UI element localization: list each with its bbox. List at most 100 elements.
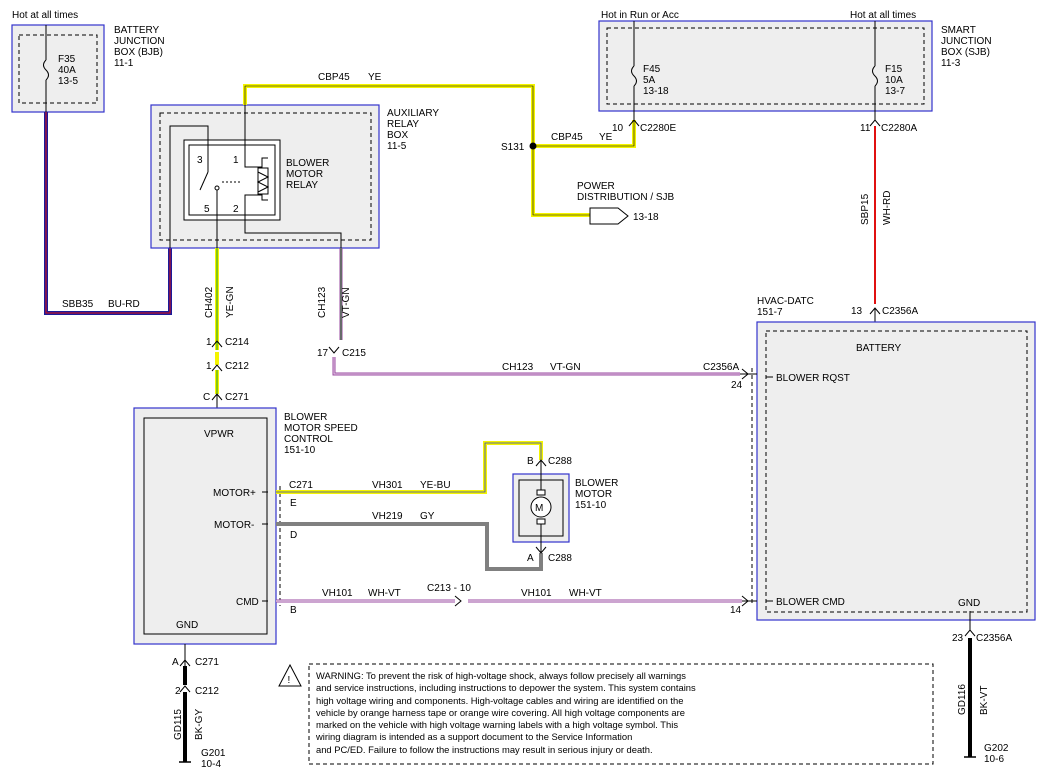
fuse-f15-name: F15 — [885, 64, 903, 75]
gnd-left-conn2: C212 — [195, 686, 219, 697]
sjb-conn-left: C2280E — [640, 123, 676, 134]
sjb-hot-right: Hot at all times — [850, 10, 916, 21]
bjb-name-2: JUNCTION — [114, 36, 165, 47]
relay-internal — [169, 92, 342, 248]
wire-vh301 — [276, 441, 543, 494]
c214-conn: C214 — [225, 337, 249, 348]
power-dist-name-2: DISTRIBUTION / SJB — [577, 192, 675, 203]
sbp15-color: WH-RD — [882, 191, 893, 225]
motor-symbol-label: M — [535, 503, 543, 514]
connector-c213-icon — [454, 595, 462, 607]
hvac-gnd: GND — [958, 598, 980, 609]
wire-cbp45 — [243, 84, 636, 217]
bjb-name-4: 11-1 — [114, 58, 134, 69]
connector-c2280a-icon — [869, 119, 881, 127]
gd116-circuit: GD116 — [957, 684, 968, 715]
gd115-circuit: GD115 — [173, 709, 184, 740]
motor-conn-b: C288 — [548, 456, 572, 467]
aux-name-2: RELAY — [387, 119, 419, 130]
motor-name-3: 151-10 — [575, 500, 607, 511]
ch123-horiz-circuit: CH123 — [502, 362, 534, 373]
motor-name-2: MOTOR — [575, 489, 612, 500]
gnd-right-pin: 23 — [952, 633, 964, 644]
hvac-pin-13: 13 — [851, 306, 863, 317]
motor-pin-b: B — [527, 456, 534, 467]
gd115-color: BK-GY — [194, 709, 205, 740]
ch123-color: VT-GN — [341, 287, 352, 318]
ch123-end-pin: 24 — [731, 380, 743, 391]
gnd-right-ref: 10-6 — [984, 754, 1004, 765]
sjb-name-1: SMART — [941, 25, 976, 36]
power-dist-name-1: POWER — [577, 181, 615, 192]
speed-control-motor-minus: MOTOR- — [214, 520, 254, 531]
sjb-pin-left: 10 — [612, 123, 624, 134]
sjb-name-2: JUNCTION — [941, 36, 992, 47]
motor-name-1: BLOWER — [575, 478, 618, 489]
vh101-color: WH-VT — [368, 588, 401, 599]
c271-conn-side: C271 — [289, 480, 313, 491]
sjb-name-4: 11-3 — [941, 58, 961, 69]
c215-conn: C215 — [342, 348, 366, 359]
c271-pin-c: C — [203, 392, 210, 403]
sjb-box — [598, 20, 933, 112]
aux-name-1: AUXILIARY — [387, 108, 439, 119]
fuse-f35-icon — [43, 59, 49, 81]
speed-control-name-3: CONTROL — [284, 434, 333, 445]
connector-c2356a-rqst-icon — [741, 368, 749, 380]
connector-c288-b-icon — [535, 459, 547, 467]
warning-triangle-icon — [278, 663, 302, 687]
sjb-conn-right: C2280A — [881, 123, 917, 134]
sjb-name-3: BOX (SJB) — [941, 47, 990, 58]
connector-c212-icon — [211, 364, 223, 372]
ch402-color: YE-GN — [225, 286, 236, 318]
cbp45-circuit-top: CBP45 — [318, 72, 350, 83]
hvac-battery: BATTERY — [856, 343, 902, 354]
connector-c2356a-cmd-icon — [741, 595, 749, 607]
wire-vh219 — [276, 522, 543, 571]
fuse-f15-rating: 10A — [885, 75, 903, 86]
connector-c214-icon — [211, 340, 223, 348]
fuse-f45-ref: 13-18 — [643, 86, 669, 97]
cbp45-color-top: YE — [368, 72, 382, 83]
fuse-f45-rating: 5A — [643, 75, 656, 86]
sbb35-color: BU-RD — [108, 299, 140, 310]
vh301-color: YE-BU — [420, 480, 451, 491]
warning-box — [308, 663, 934, 765]
connector-c215-icon — [328, 346, 340, 354]
ch123-end-conn: C2356A — [703, 362, 739, 373]
vh101-circuit: VH101 — [322, 588, 353, 599]
fuse-f35-ref: 13-5 — [58, 76, 78, 87]
vh219-color: GY — [420, 511, 435, 522]
c212-conn: C212 — [225, 361, 249, 372]
fuse-f45-icon — [631, 65, 637, 87]
splice-name: S131 — [501, 142, 525, 153]
vh101-end-pin: 14 — [730, 605, 742, 616]
wire-ch123 — [332, 248, 757, 376]
warning-text: WARNING: To prevent the risk of high-vol… — [316, 670, 928, 756]
hvac-blower-cmd: BLOWER CMD — [776, 597, 845, 608]
vh301-circuit: VH301 — [372, 480, 403, 491]
cbp45-circuit-right: CBP45 — [551, 132, 583, 143]
warning-line-2: and service instructions, including inst… — [316, 682, 696, 694]
speed-control-name-1: BLOWER — [284, 412, 327, 423]
speed-control-gnd: GND — [176, 620, 198, 631]
splice-s131-dot — [529, 142, 537, 150]
vh219-circuit: VH219 — [372, 511, 403, 522]
gnd-left-pin2: 2 — [175, 686, 181, 697]
c271-conn: C271 — [225, 392, 249, 403]
gnd-left-pin1: A — [172, 657, 179, 668]
c271-pin-e: E — [290, 498, 297, 509]
relay-pin-2: 2 — [233, 204, 239, 215]
warning-symbol: ! — [288, 675, 291, 686]
bjb-name-1: BATTERY — [114, 25, 160, 36]
relay-pin-3: 3 — [197, 155, 203, 166]
gnd-right-conn: C2356A — [976, 633, 1012, 644]
vh101-circuit-2: VH101 — [521, 588, 552, 599]
c214-pin: 1 — [206, 337, 212, 348]
power-dist-ref: 13-18 — [633, 212, 659, 223]
ch402-circuit: CH402 — [204, 286, 215, 318]
speed-control-name-4: 151-10 — [284, 445, 316, 456]
bjb-box — [11, 24, 105, 113]
fuse-f15-icon — [872, 65, 878, 87]
warning-line-1: WARNING: To prevent the risk of high-vol… — [316, 670, 686, 681]
